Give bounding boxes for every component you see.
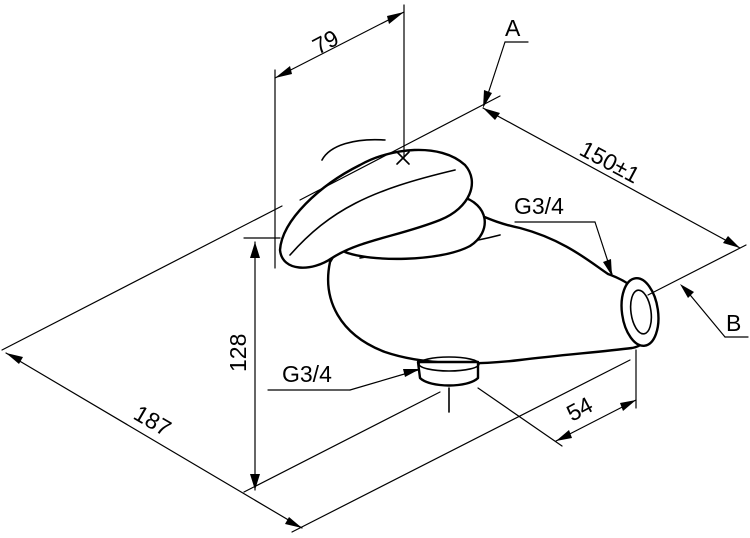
label-79: 79 <box>308 24 343 59</box>
arrow-128-top <box>250 242 260 258</box>
label-150: 150±1 <box>576 135 645 188</box>
label-g34-bottom: G3/4 <box>282 361 332 387</box>
label-ref-b: B <box>726 310 741 336</box>
lever-handle <box>278 148 474 269</box>
arrow-g34-bottom <box>403 369 420 377</box>
dim-79-line <box>274 11 405 79</box>
arrow-54-right <box>620 400 636 411</box>
arrow-187-right <box>285 517 302 528</box>
ext-150-right <box>647 244 747 296</box>
label-g34-top: G3/4 <box>514 193 564 219</box>
ext-187-right <box>291 359 631 533</box>
bottom-nut-edge <box>418 356 480 372</box>
arrow-187-left <box>6 353 23 364</box>
dim-150-line <box>482 107 741 249</box>
arrow-150-left <box>483 108 500 120</box>
arrow-150-right <box>723 236 740 248</box>
label-ref-a: A <box>505 15 521 41</box>
ext-187-left <box>1 205 283 351</box>
arrow-128-bottom <box>250 474 260 490</box>
lever-top-edge <box>321 138 386 161</box>
center-cross-b <box>396 151 410 165</box>
ext-128-bottom <box>243 391 441 493</box>
label-54: 54 <box>562 391 597 426</box>
arrow-a <box>483 90 492 108</box>
arrow-b <box>680 284 694 298</box>
label-187: 187 <box>130 400 176 442</box>
label-128: 128 <box>225 334 251 372</box>
arrow-g34-top <box>603 259 612 276</box>
arrow-79-left <box>275 66 292 78</box>
dim-187-line <box>5 352 303 529</box>
bottom-nut <box>416 360 480 387</box>
arrow-54-left <box>556 430 572 441</box>
spout-inner-ring <box>629 289 653 335</box>
lever-highlight <box>289 169 456 256</box>
arrow-79-right <box>387 12 404 24</box>
leader-b <box>685 289 726 338</box>
ext-54-left <box>477 387 563 447</box>
faucet-body <box>278 138 660 413</box>
leader-a <box>485 41 506 101</box>
dimension-lines <box>1 4 749 533</box>
ext-150-left <box>299 95 501 201</box>
